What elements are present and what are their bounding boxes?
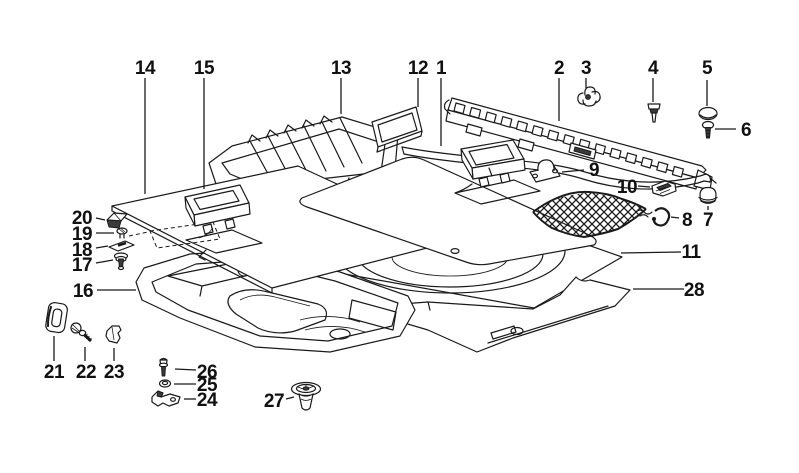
leader-line-8 [670, 216, 680, 219]
part-label-10: 10 [617, 177, 637, 198]
part-4-rivet [647, 103, 661, 123]
part-label-4: 4 [648, 58, 659, 79]
part-21-grommet-frame [45, 302, 68, 334]
part-label-21: 21 [44, 362, 65, 383]
leader-line-27 [285, 396, 295, 400]
part-label-7: 7 [703, 210, 713, 231]
part-25-nut [158, 379, 172, 388]
part-label-8: 8 [682, 210, 692, 231]
part-label-20: 20 [72, 208, 92, 229]
part-23-clip [105, 325, 122, 344]
part-label-27: 27 [264, 391, 284, 412]
part-9-bracket [529, 159, 561, 183]
leader-line-26 [174, 368, 197, 371]
part-12-bezel-frame [371, 106, 423, 153]
part-28-lower-trim-panel [373, 276, 631, 353]
part-label-11: 11 [681, 242, 701, 263]
part-17-bolt [113, 252, 129, 271]
part-label-1: 1 [436, 58, 447, 79]
part-label-26: 26 [197, 362, 217, 383]
part-label-3: 3 [581, 58, 591, 79]
part-10-buffer-pad [651, 180, 677, 197]
part-label-22: 22 [76, 362, 96, 383]
part-5-cap [698, 106, 718, 121]
part-label-25: 25 [197, 375, 218, 396]
part-label-24: 24 [197, 390, 218, 411]
alignment-dash [128, 231, 149, 237]
part-20-wedge [106, 212, 128, 229]
storage-box-on-mat [460, 139, 526, 188]
leader-line-18 [95, 245, 109, 249]
part-6-screw [701, 120, 715, 139]
part-label-18: 18 [72, 240, 92, 261]
part-label-9: 9 [589, 160, 599, 181]
part-16-tool-tray [135, 249, 416, 353]
part-label-28: 28 [684, 280, 704, 301]
leader-line-17 [95, 259, 114, 264]
part-26-screw [158, 357, 169, 377]
part-27-funnel-plug [290, 381, 322, 411]
part-label-17: 17 [72, 255, 92, 276]
part-1-trunk-mat [299, 156, 597, 266]
part-label-14: 14 [135, 58, 156, 79]
part-22-screw [70, 322, 93, 343]
part-label-12: 12 [408, 58, 428, 79]
part-label-13: 13 [331, 58, 351, 79]
part-net [532, 190, 653, 239]
part-label-6: 6 [741, 120, 751, 141]
part-label-2: 2 [554, 58, 564, 79]
part-24-bracket [151, 390, 181, 407]
part-19-clip [116, 227, 128, 239]
part-3-expanding-clip [577, 86, 601, 107]
part-label-5: 5 [702, 58, 713, 79]
part-label-19: 19 [72, 224, 92, 245]
part-15-storage-box [184, 184, 251, 239]
part-7-plug-cap [698, 186, 718, 204]
part-8-hook [651, 207, 671, 227]
part-2-sill-trim-strip [443, 97, 713, 191]
leader-line-11 [620, 251, 682, 254]
part-label-16: 16 [73, 281, 93, 302]
mat-recess-outline [454, 179, 541, 205]
leader-line-10 [637, 185, 651, 188]
leader-line-20 [95, 217, 106, 221]
part-label-15: 15 [194, 58, 215, 79]
leader-line-9 [561, 169, 585, 173]
part-18-plate [108, 240, 135, 252]
part-label-23: 23 [104, 362, 124, 383]
